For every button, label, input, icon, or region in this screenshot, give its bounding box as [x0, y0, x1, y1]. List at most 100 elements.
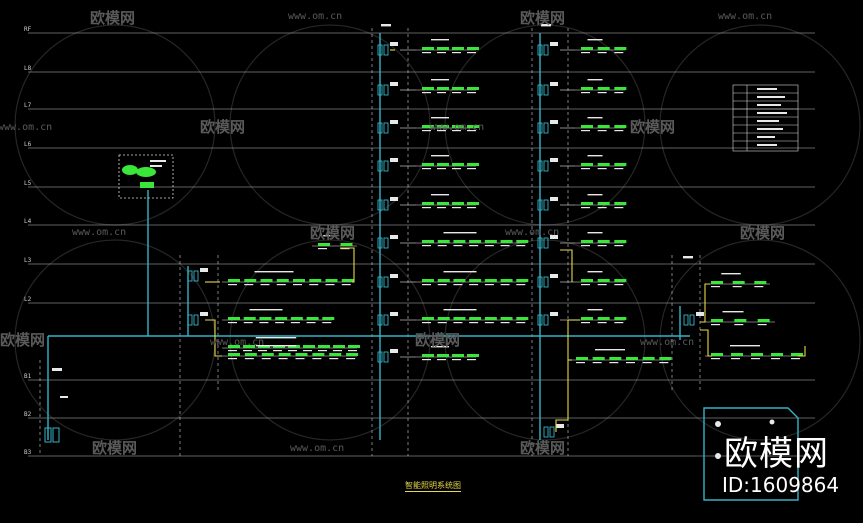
luminaire-mark — [516, 240, 529, 243]
circuit-tag — [290, 322, 300, 324]
circuit-tag — [325, 284, 335, 286]
luminaire-mark — [306, 317, 319, 320]
yellow-cable — [555, 320, 569, 432]
switch-panel — [383, 351, 389, 363]
luminaire-mark — [318, 345, 330, 348]
switch-panel — [543, 314, 549, 326]
luminaire-mark — [614, 279, 627, 282]
luminaire-mark — [597, 240, 610, 243]
circuit-tag — [626, 362, 635, 364]
circuit-tag — [731, 358, 740, 360]
circuit-tag — [771, 358, 780, 360]
panel-tag — [550, 120, 558, 124]
luminaire-mark — [581, 317, 593, 320]
level-label: RF — [24, 26, 32, 33]
circuit-tag — [437, 92, 446, 94]
circuit-tag — [348, 350, 357, 352]
circuit-label — [254, 271, 294, 273]
yellow-cable — [560, 249, 573, 282]
circuit-tag — [452, 359, 461, 361]
luminaire-mark — [659, 357, 672, 360]
circuit-tag — [597, 130, 607, 132]
panel-tag — [200, 268, 208, 272]
luminaire-mark — [711, 353, 723, 356]
luminaire-mark — [467, 125, 479, 128]
floor-lines — [28, 32, 815, 457]
luminaire-mark — [614, 163, 627, 166]
drawing-title: 智能照明系统图 — [405, 481, 461, 492]
luminaire-mark — [293, 279, 305, 282]
circuit-label — [587, 309, 603, 311]
circuit-tag — [711, 358, 720, 360]
circuit-tag — [437, 130, 446, 132]
circuit-tag — [516, 322, 526, 324]
watermark-url: www.om.cn — [290, 443, 344, 454]
circuit-tag — [467, 52, 476, 54]
yellow-cable — [700, 329, 712, 357]
luminaire-mark — [452, 87, 464, 90]
luminaire-mark — [609, 357, 622, 360]
circuit-tag — [500, 284, 510, 286]
circuit-label — [431, 117, 449, 119]
panel-tag — [390, 42, 398, 46]
switch-panel — [683, 314, 689, 326]
circuit-tag — [597, 52, 607, 54]
circuit-tag — [609, 362, 619, 364]
circuit-tag — [516, 245, 526, 247]
switch-panel — [193, 314, 199, 326]
panel-tag — [550, 235, 558, 239]
luminaire-mark — [422, 202, 434, 205]
bus-lines — [47, 33, 690, 440]
luminaire-mark — [437, 317, 450, 320]
circuit-label — [587, 155, 603, 157]
luminaire-mark — [437, 125, 449, 128]
luminaire-mark — [422, 163, 434, 166]
circuit-tag — [581, 322, 590, 324]
watermark-url: www.om.cn — [718, 11, 772, 22]
luminaire-mark — [467, 354, 479, 357]
circuit-label — [443, 309, 477, 311]
circuit-tag — [597, 92, 607, 94]
luminaire-mark — [597, 202, 610, 205]
luminaire-mark — [422, 317, 434, 320]
watermark-url: www.om.cn — [640, 337, 694, 348]
circuit-tag — [288, 350, 297, 352]
circuit-label — [249, 309, 283, 311]
circuit-tag — [437, 284, 447, 286]
luminaire-mark — [422, 47, 434, 50]
circuit-tag — [276, 284, 286, 286]
circuit-label — [431, 155, 449, 157]
circuit-tag — [437, 52, 446, 54]
luminaire-mark — [614, 202, 627, 205]
luminaire-mark — [322, 317, 335, 320]
switch-panel — [543, 160, 549, 172]
circuit-tag — [581, 207, 590, 209]
luminaire-mark — [581, 202, 593, 205]
circuit-tag — [467, 92, 476, 94]
switch-panel — [537, 314, 543, 326]
luminaire-mark — [452, 125, 464, 128]
watermark-brand: 欧模网 — [520, 439, 565, 457]
watermark-url: www.om.cn — [505, 227, 559, 238]
circuit-tag — [484, 322, 494, 324]
circuit-tag — [614, 92, 624, 94]
circuit-tag — [711, 324, 720, 326]
luminaire-mark — [711, 319, 723, 322]
riser-tag — [381, 24, 391, 27]
luminaire-mark — [467, 87, 479, 90]
watermark-marks: 欧模网 www.om.cn 欧模网 www.om.cn www.om.cn 欧模… — [0, 9, 785, 457]
switch-panel — [383, 276, 389, 288]
circuit-tag — [592, 362, 602, 364]
circuit-tag — [437, 322, 447, 324]
luminaire-mark — [791, 353, 803, 356]
switch-panel — [537, 84, 543, 96]
luminaire-mark — [614, 317, 627, 320]
watermark-logo-text: 欧模网 — [724, 434, 829, 474]
circuit-tag — [422, 92, 431, 94]
switch-panel — [537, 237, 543, 249]
circuit-tag — [278, 358, 288, 360]
luminaire-mark — [244, 353, 257, 356]
yellow-cables — [205, 49, 806, 432]
circuit-tag — [422, 284, 431, 286]
luminaire-mark — [333, 345, 345, 348]
